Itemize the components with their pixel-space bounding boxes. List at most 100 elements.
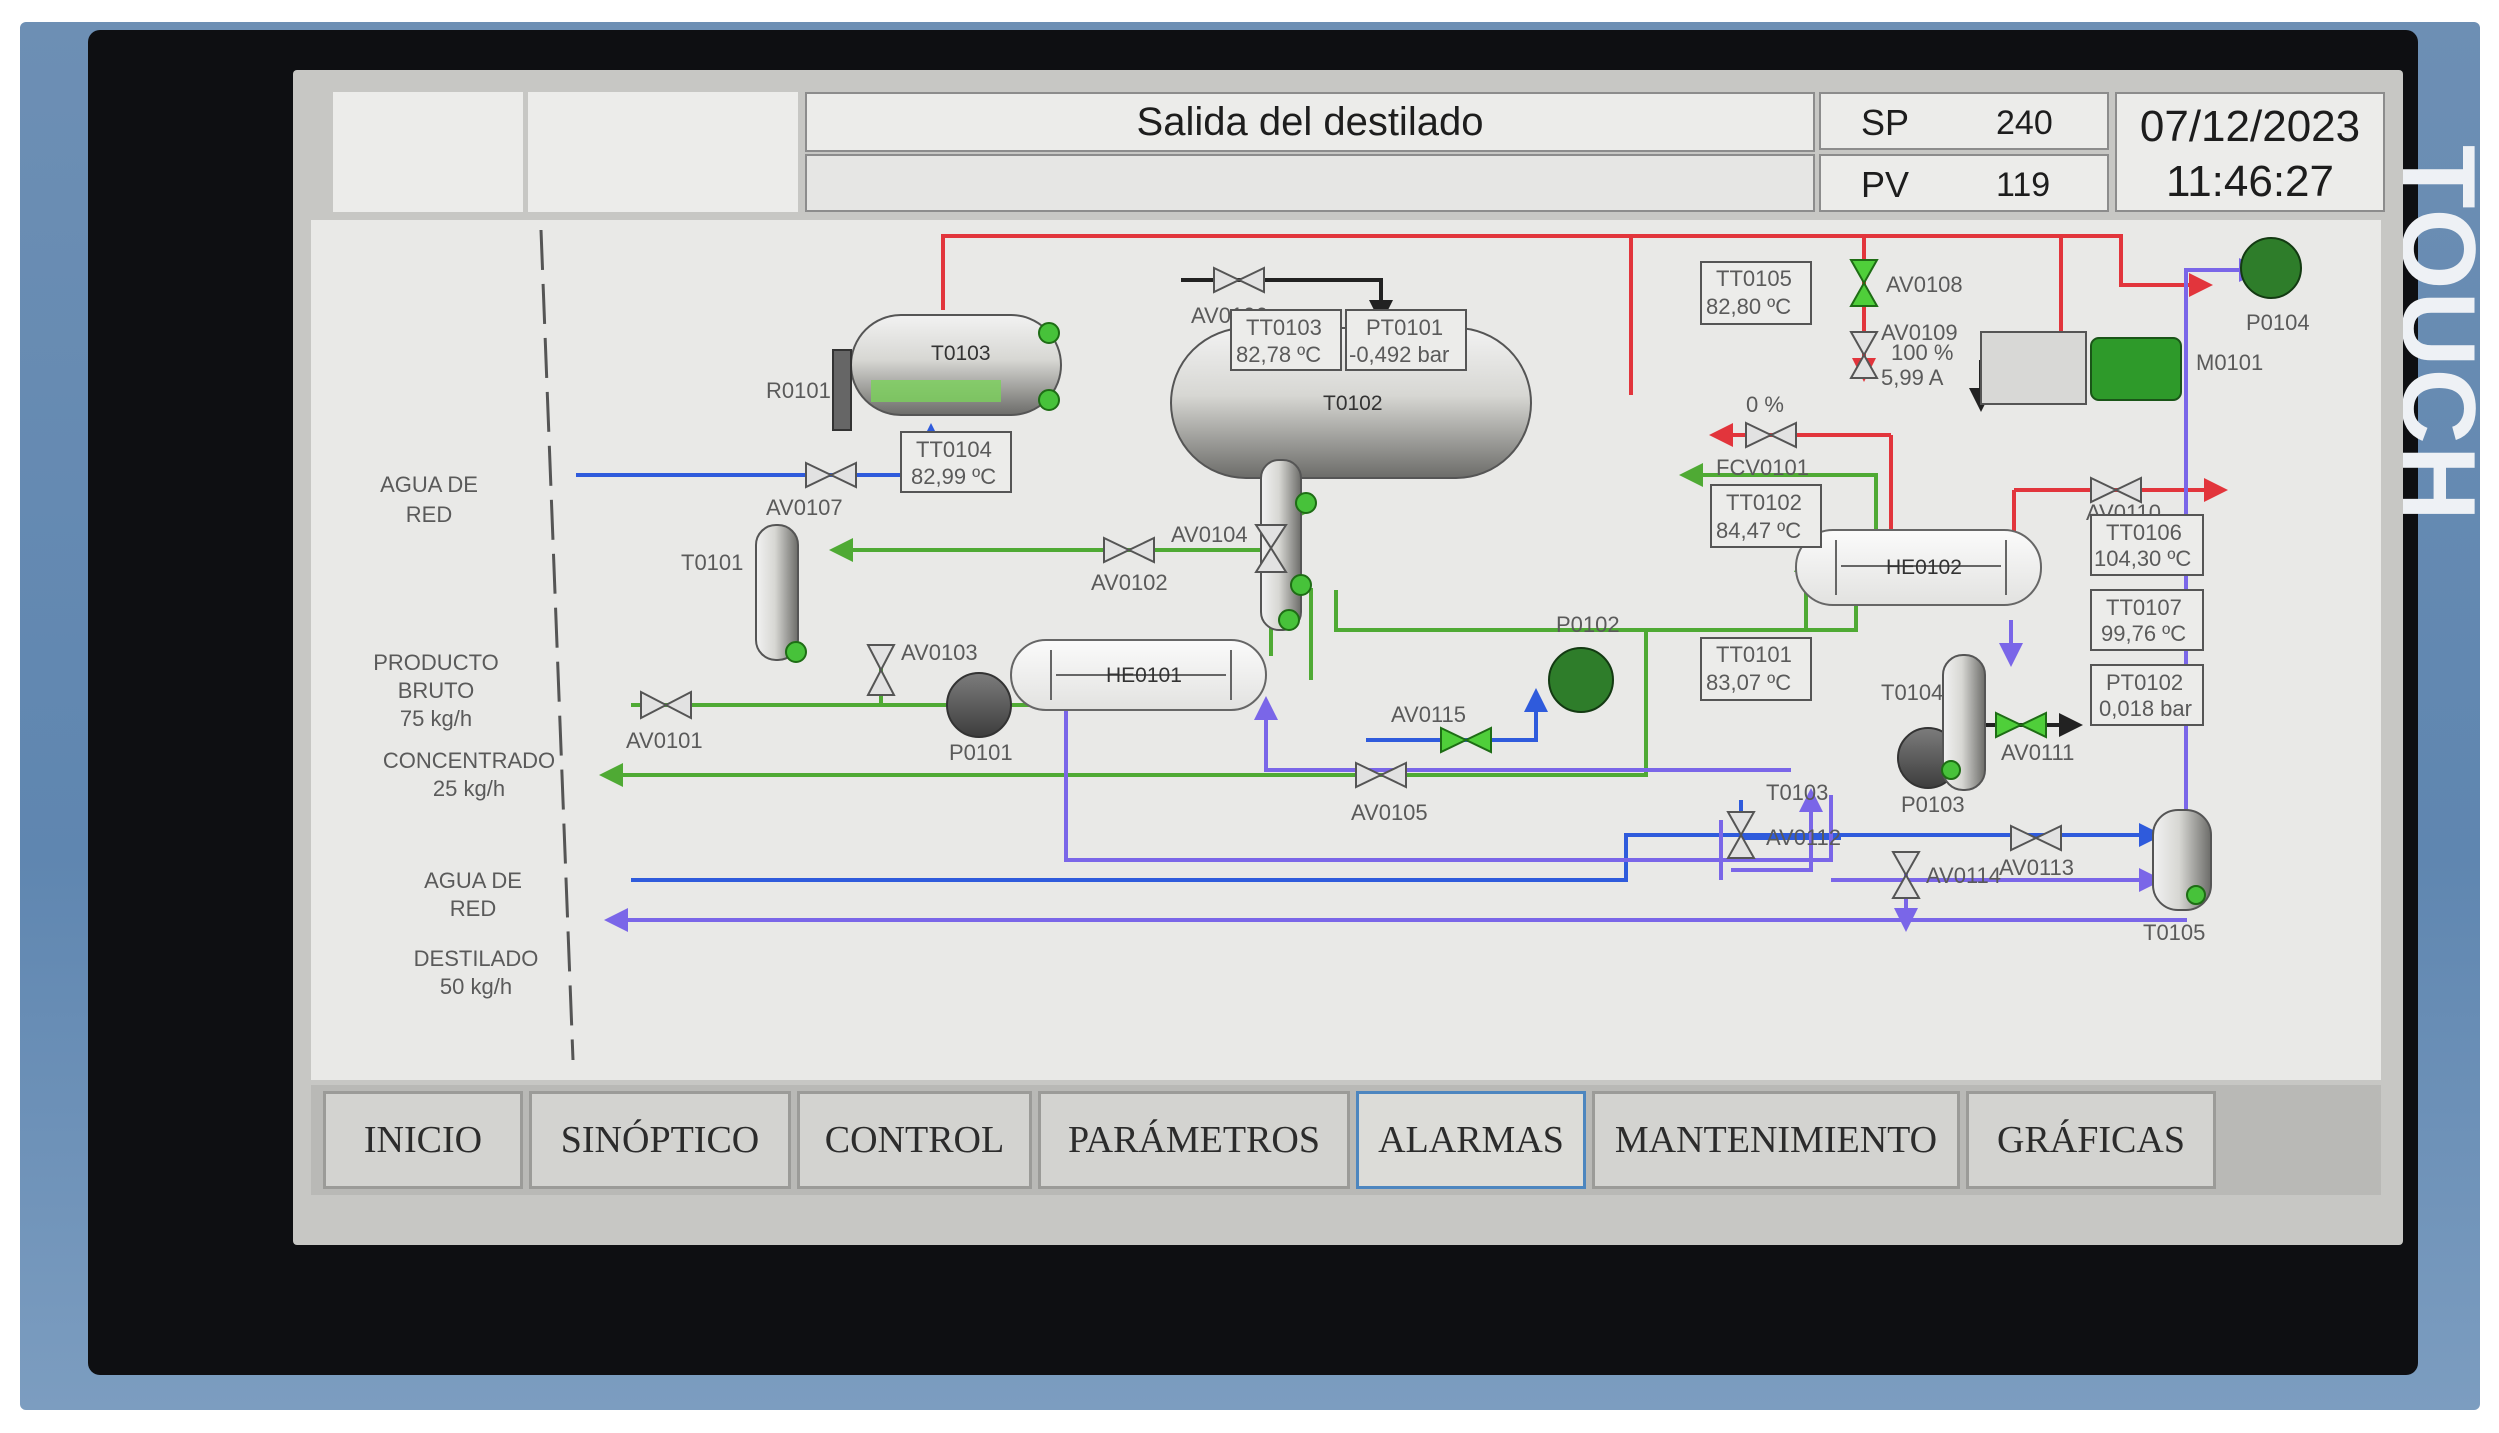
- instrument-TT0104[interactable]: TT0104 82,99 ºC: [900, 431, 1012, 493]
- svg-text:T0105: T0105: [2143, 920, 2205, 945]
- motor-speed: 100 %: [1891, 340, 1953, 365]
- title-subpanel: [805, 154, 1815, 212]
- pump-P0102[interactable]: P0102: [1548, 612, 1620, 713]
- svg-text:84,47 ºC: 84,47 ºC: [1716, 518, 1801, 543]
- instrument-TT0101[interactable]: TT0101 83,07 ºC: [1700, 637, 1812, 701]
- valve-labels: AV0101 AV0102 AV0103 AV0104 AV0105 AV010…: [626, 272, 2161, 888]
- svg-text:AV0115: AV0115: [1391, 702, 1466, 727]
- instrument-TT0103[interactable]: TT0103 82,78 ºC: [1230, 309, 1342, 371]
- hmi-frame: TOUCH Salida del destilado SP 240 PV 119…: [20, 22, 2496, 1410]
- valve-AV0105[interactable]: [1355, 761, 1407, 789]
- sp-value: 240: [1996, 104, 2053, 142]
- tank-T0103[interactable]: T0103: [850, 314, 1062, 416]
- header-logo-area-2: [528, 92, 798, 212]
- nav-mantenimiento[interactable]: MANTENIMIENTO: [1592, 1091, 1960, 1189]
- tank-T0102[interactable]: T0102: [1170, 327, 1532, 631]
- tank-T0105[interactable]: T0105: [2143, 809, 2212, 945]
- label-producto-b: BRUTO: [398, 678, 475, 703]
- label-agua-red-2-a: AGUA DE: [424, 868, 522, 893]
- valve-AV0111[interactable]: [1995, 711, 2047, 739]
- svg-text:P0103: P0103: [1901, 792, 1965, 817]
- valve-AV0113[interactable]: [2010, 824, 2062, 852]
- label-destilado-b: 50 kg/h: [440, 974, 512, 999]
- pump-P0101[interactable]: P0101: [946, 672, 1013, 765]
- pv-value: 119: [1996, 166, 2051, 204]
- svg-text:82,80 ºC: 82,80 ºC: [1706, 294, 1791, 319]
- label-producto-a: PRODUCTO: [373, 650, 499, 675]
- svg-text:0 %: 0 %: [1746, 392, 1784, 417]
- svg-text:82,99 ºC: 82,99 ºC: [911, 464, 996, 489]
- hmi-bezel: TOUCH Salida del destilado SP 240 PV 119…: [88, 30, 2496, 1375]
- valve-AV0102[interactable]: [1103, 536, 1155, 564]
- header-logo-area: [333, 92, 523, 212]
- svg-text:AV0104: AV0104: [1171, 522, 1248, 547]
- instrument-PT0102[interactable]: PT0102 0,018 bar: [2090, 664, 2204, 726]
- instrument-PT0101[interactable]: PT0101 -0,492 bar: [1345, 309, 1467, 371]
- nav-graficas[interactable]: GRÁFICAS: [1966, 1091, 2216, 1189]
- label-agua-red-2-b: RED: [450, 896, 496, 921]
- setpoint-display: SP 240: [1819, 92, 2109, 150]
- valve-AV0101[interactable]: [640, 690, 692, 720]
- nav-parametros[interactable]: PARÁMETROS: [1038, 1091, 1350, 1189]
- hmi-screen: Salida del destilado SP 240 PV 119 07/12…: [293, 70, 2403, 1245]
- nav-alarmas[interactable]: ALARMAS: [1356, 1091, 1586, 1189]
- svg-text:104,30 ºC: 104,30 ºC: [2094, 546, 2191, 571]
- valve-AV0106[interactable]: [1213, 266, 1265, 294]
- valve-AV0103[interactable]: [866, 644, 896, 696]
- reactor-R0101[interactable]: R0101: [766, 349, 852, 431]
- ref-T0103: T0103: [1766, 780, 1828, 805]
- valve-AV0109[interactable]: [1849, 331, 1879, 379]
- pv-label: PV: [1861, 164, 1910, 205]
- svg-text:FCV0101: FCV0101: [1716, 455, 1809, 480]
- valve-AV0107[interactable]: [805, 461, 857, 489]
- svg-text:HE0101: HE0101: [1106, 664, 1182, 687]
- valves: [640, 266, 2142, 899]
- svg-text:TT0105: TT0105: [1716, 266, 1792, 291]
- valve-AV0114[interactable]: [1891, 851, 1921, 899]
- instrument-TT0105[interactable]: TT0105 82,80 ºC: [1700, 261, 1812, 325]
- svg-text:P0104: P0104: [2246, 310, 2310, 335]
- instrument-TT0102[interactable]: TT0102 84,47 ºC: [1710, 484, 1822, 548]
- svg-text:AV0108: AV0108: [1886, 272, 1963, 297]
- sp-label: SP: [1861, 102, 1910, 143]
- svg-text:AV0102: AV0102: [1091, 570, 1168, 595]
- datetime-display: 07/12/2023 11:46:27: [2115, 92, 2385, 212]
- motor-M0101[interactable]: M0101 100 % 5,99 A: [1881, 331, 2263, 405]
- svg-text:83,07 ºC: 83,07 ºC: [1706, 670, 1791, 695]
- svg-text:99,76 ºC: 99,76 ºC: [2101, 621, 2186, 646]
- svg-text:P0102: P0102: [1556, 612, 1620, 637]
- heat-exchanger-HE0102[interactable]: HE0102: [1795, 529, 2042, 606]
- svg-text:TT0102: TT0102: [1726, 490, 1802, 515]
- tank-T0101[interactable]: T0101: [681, 524, 807, 663]
- time-text: 11:46:27: [2165, 157, 2334, 206]
- instrument-TT0106[interactable]: TT0106 104,30 ºC: [2090, 514, 2204, 576]
- valve-AV0108[interactable]: [1849, 259, 1879, 307]
- nav-inicio[interactable]: INICIO: [323, 1091, 523, 1189]
- svg-text:T0103: T0103: [931, 342, 991, 365]
- bottom-navigation: INICIO SINÓPTICO CONTROL PARÁMETROS ALAR…: [311, 1085, 2381, 1195]
- svg-text:TT0104: TT0104: [916, 437, 992, 462]
- instrument-TT0107[interactable]: TT0107 99,76 ºC: [2090, 589, 2204, 651]
- svg-text:M0101: M0101: [2196, 350, 2263, 375]
- valve-AV0115[interactable]: [1440, 726, 1492, 754]
- label-agua-red-1-b: RED: [406, 502, 452, 527]
- valve-AV0112[interactable]: [1726, 811, 1756, 859]
- valve-AV0104[interactable]: [1254, 524, 1288, 573]
- svg-text:AV0101: AV0101: [626, 728, 703, 753]
- tank-T0104[interactable]: T0104: [1881, 654, 1986, 791]
- date-text: 07/12/2023: [2139, 102, 2361, 151]
- svg-text:R0101: R0101: [766, 378, 831, 403]
- pump-P0104[interactable]: P0104: [2240, 237, 2310, 335]
- svg-text:AV0112: AV0112: [1766, 825, 1841, 850]
- label-agua-red-1-a: AGUA DE: [380, 472, 478, 497]
- nav-sinoptico[interactable]: SINÓPTICO: [529, 1091, 791, 1189]
- svg-text:TT0106: TT0106: [2106, 520, 2182, 545]
- process-value-display: PV 119: [1819, 154, 2109, 212]
- svg-text:-0,492 bar: -0,492 bar: [1349, 342, 1449, 367]
- valve-FCV0101[interactable]: 0 %: [1745, 392, 1797, 449]
- svg-text:HE0102: HE0102: [1886, 556, 1962, 579]
- nav-control[interactable]: CONTROL: [797, 1091, 1032, 1189]
- purple-lines: [604, 258, 2263, 932]
- valve-AV0110[interactable]: [2090, 476, 2142, 504]
- heat-exchanger-HE0101[interactable]: HE0101: [1010, 639, 1267, 711]
